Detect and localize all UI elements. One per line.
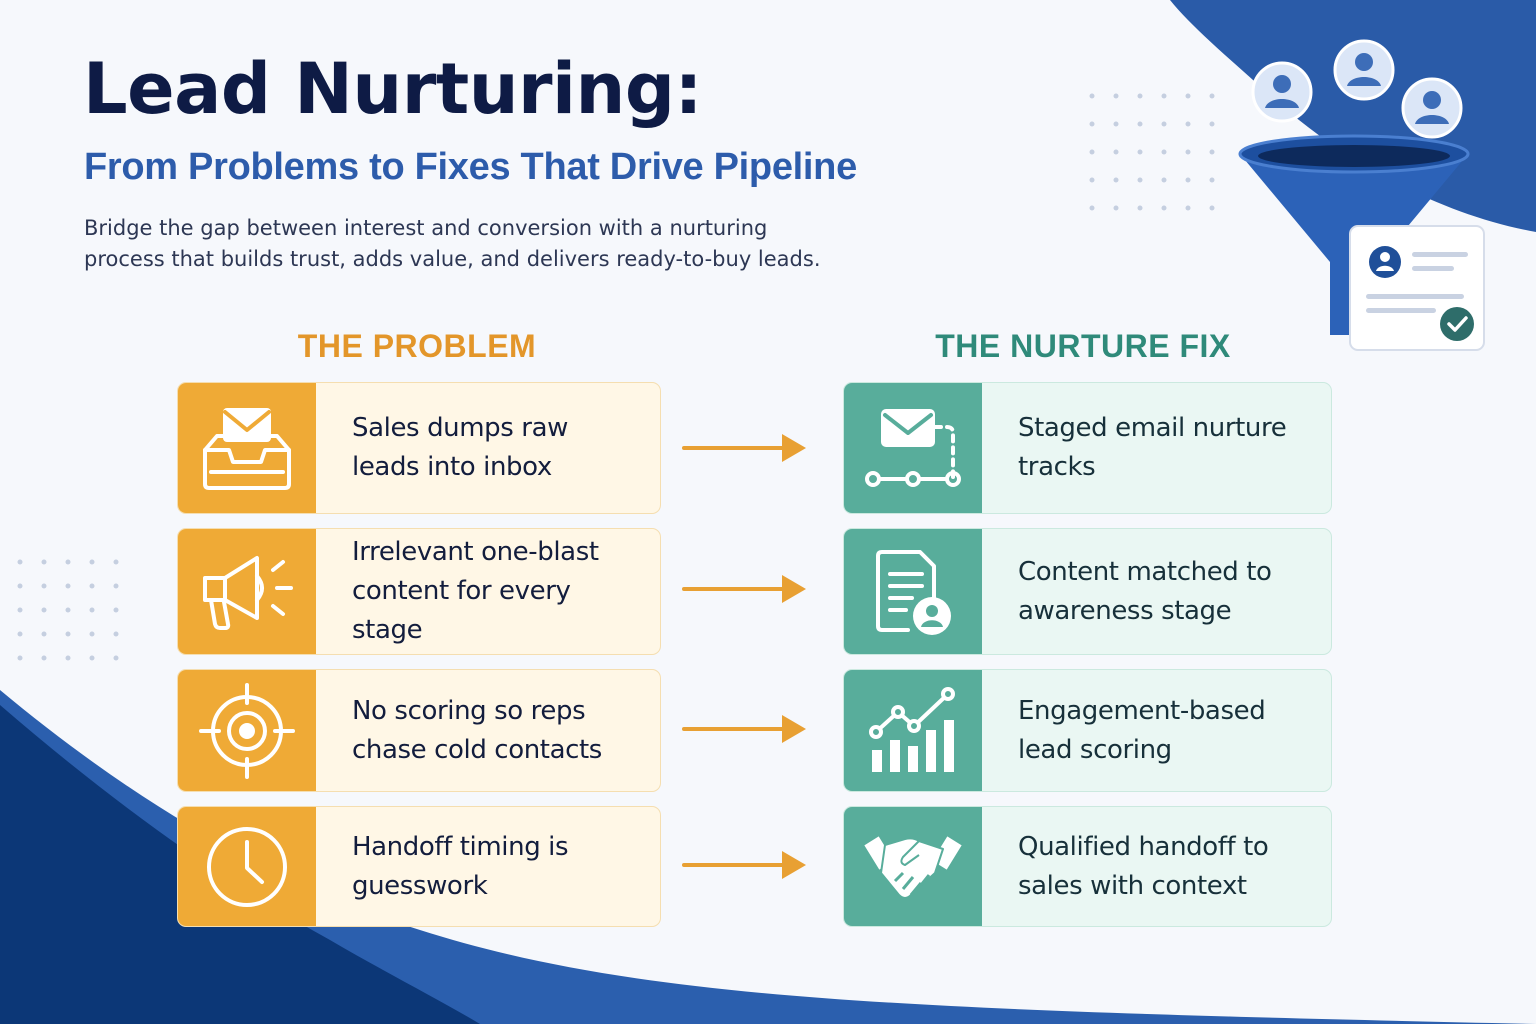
problem-card: Sales dumps raw leads into inbox [177, 382, 661, 514]
fix-card: Qualified handoff to sales with context [843, 806, 1332, 927]
arrow-right-icon [682, 715, 806, 743]
fix-text: Qualified handoff to sales with context [1018, 831, 1269, 901]
growth-chart-icon [844, 670, 982, 791]
lead-card-icon [1349, 225, 1485, 351]
megaphone-icon [178, 529, 316, 654]
problem-text: Irrelevant one-blast content for every s… [352, 537, 599, 645]
page-description: Bridge the gap between interest and conv… [84, 216, 821, 271]
document-user-icon [844, 529, 982, 654]
fix-card: Staged email nurture tracks [843, 382, 1332, 514]
fix-card: Engagement-based lead scoring [843, 669, 1332, 792]
clock-icon [178, 807, 316, 926]
problem-text: Sales dumps raw leads into inbox [352, 413, 568, 482]
person-circle-icon [1401, 77, 1463, 139]
person-circle-icon [1251, 61, 1313, 123]
arrow-right-icon [682, 575, 806, 603]
problem-text: No scoring so reps chase cold contacts [352, 695, 602, 765]
person-circle-icon [1333, 39, 1395, 101]
problem-card: Handoff timing is guesswork [177, 806, 661, 927]
fix-text: Engagement-based lead scoring [1018, 695, 1266, 765]
problem-text: Handoff timing is guesswork [352, 831, 569, 901]
email-sequence-icon [844, 383, 982, 513]
funnel-illustration [1238, 39, 1485, 351]
inbox-icon [178, 383, 316, 513]
arrow-right-icon [682, 434, 806, 462]
target-icon [178, 670, 316, 791]
fix-text: Content matched to awareness stage [1018, 556, 1272, 626]
page-title: Lead Nurturing: [83, 48, 702, 130]
dot-grid-left [17, 559, 119, 661]
problem-column-heading: THE PROBLEM [297, 328, 537, 364]
bottom-left-wave-light [0, 690, 1536, 1024]
fix-text: Staged email nurture tracks [1018, 413, 1287, 482]
fix-card: Content matched to awareness stage [843, 528, 1332, 655]
dot-grid-top [1089, 93, 1215, 211]
bottom-left-wave-dark [0, 705, 480, 1024]
problem-card: No scoring so reps chase cold contacts [177, 669, 661, 792]
page-subtitle: From Problems to Fixes That Drive Pipeli… [84, 146, 857, 188]
arrow-right-icon [682, 851, 806, 879]
handshake-icon [844, 807, 982, 926]
problem-card: Irrelevant one-blast content for every s… [177, 528, 661, 655]
fix-column-heading: THE NURTURE FIX [935, 328, 1231, 364]
